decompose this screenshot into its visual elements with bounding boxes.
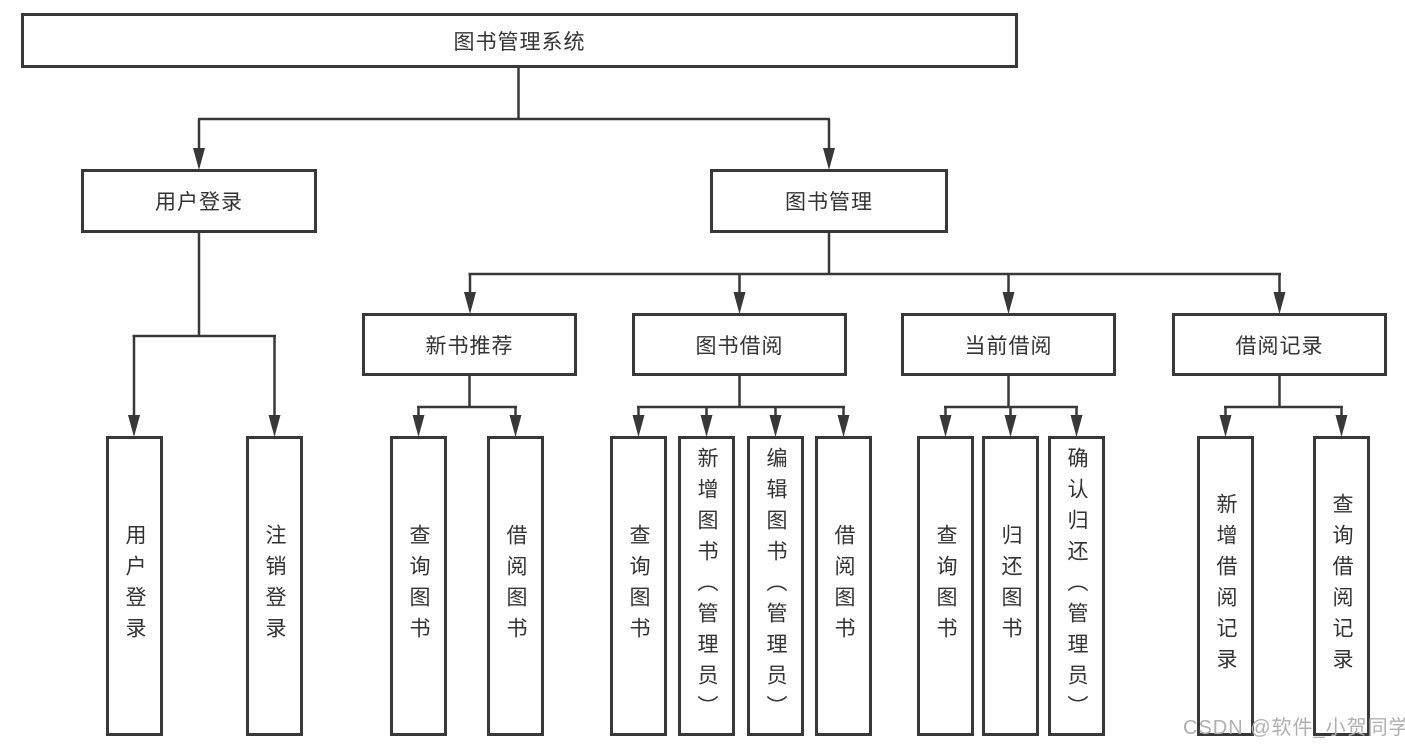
arrowhead: [128, 415, 140, 437]
node-label: 图书借阅: [695, 334, 784, 358]
leaf-return-books: 归还图书: [982, 436, 1039, 736]
node-label: 用户登录: [155, 191, 243, 214]
arrowhead: [837, 415, 850, 437]
arrowhead: [464, 292, 476, 314]
leaf-borrow-books: 借阅图书: [815, 436, 872, 736]
arrowhead: [823, 148, 835, 170]
arrowheads: [128, 148, 1348, 437]
node-book-borrowing: 图书借阅: [632, 313, 847, 376]
node-label: 查询借阅记录: [1330, 493, 1353, 679]
arrowhead: [1335, 415, 1348, 437]
node-label: 查询图书: [627, 524, 650, 648]
arrowhead: [733, 292, 746, 314]
arrowhead: [1002, 292, 1015, 314]
arrowhead: [268, 415, 281, 437]
leaf-logout: 注销登录: [246, 436, 303, 736]
node-label: 借阅图书: [832, 524, 855, 648]
node-new-book-recommendation: 新书推荐: [362, 313, 577, 376]
arrowhead: [632, 415, 645, 437]
arrowhead: [769, 415, 782, 437]
connector-lines: [132, 68, 1343, 417]
leaf-add-book-admin: 新增图书（管理员）: [678, 436, 735, 736]
node-label: 借阅记录: [1235, 334, 1324, 358]
leaf-confirm-return-admin: 确认归还（管理员）: [1048, 436, 1105, 736]
leaf-query-books-recommend: 查询图书: [390, 436, 447, 736]
node-label: 用户登录: [123, 524, 146, 648]
node-borrowing-records: 借阅记录: [1172, 313, 1387, 376]
arrowhead: [1004, 415, 1017, 437]
csdn-watermark: CSDN @软件_小贺同学: [1183, 717, 1405, 739]
node-label: 新增借阅记录: [1214, 493, 1237, 679]
node-label: 图书管理系统: [453, 30, 586, 54]
leaf-borrow-books-recommend: 借阅图书: [487, 436, 544, 736]
node-label: 查询图书: [407, 524, 430, 648]
node-label: 当前借阅: [964, 334, 1053, 358]
arrowhead: [1273, 292, 1286, 314]
arrowhead: [412, 415, 425, 437]
node-label: 新书推荐: [425, 334, 514, 358]
leaf-query-books-borrow: 查询图书: [610, 436, 667, 736]
node-label: 借阅图书: [504, 524, 527, 648]
leaf-user-login: 用户登录: [106, 436, 163, 736]
arrowhead: [700, 415, 713, 437]
leaf-edit-book-admin: 编辑图书（管理员）: [747, 436, 804, 736]
arrowhead: [193, 148, 205, 170]
node-library-management-system: 图书管理系统: [21, 13, 1018, 68]
leaf-query-borrow-record: 查询借阅记录: [1313, 436, 1370, 736]
node-label: 注销登录: [263, 524, 286, 648]
arrowhead: [1070, 415, 1083, 437]
node-user-login: 用户登录: [81, 169, 317, 233]
node-book-management: 图书管理: [710, 169, 948, 233]
node-current-borrowing: 当前借阅: [901, 313, 1116, 376]
node-label: 查询图书: [934, 524, 957, 648]
leaf-add-borrow-record: 新增借阅记录: [1197, 436, 1254, 736]
node-label: 确认归还（管理员）: [1065, 446, 1088, 726]
node-label: 新增图书（管理员）: [695, 446, 718, 726]
node-label: 编辑图书（管理员）: [764, 446, 787, 726]
arrowhead: [509, 415, 522, 437]
arrowhead: [1219, 415, 1232, 437]
leaf-query-books-current: 查询图书: [917, 436, 974, 736]
arrowhead: [939, 415, 952, 437]
node-label: 归还图书: [999, 524, 1022, 648]
node-label: 图书管理: [785, 191, 873, 214]
